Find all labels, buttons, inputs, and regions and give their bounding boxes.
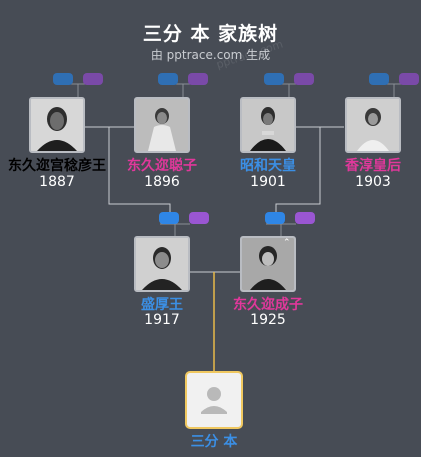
- add-mother-button[interactable]: [295, 212, 315, 224]
- add-mother-button[interactable]: [83, 73, 103, 85]
- person-name: 东久迩宫稔彦王: [8, 158, 106, 174]
- add-mother-button[interactable]: [189, 212, 209, 224]
- self-card[interactable]: [185, 371, 243, 429]
- person-name: 东久迩聪子: [127, 158, 197, 174]
- person-birth-year: 1917: [144, 312, 180, 328]
- add-father-button[interactable]: [369, 73, 389, 85]
- person-birth-year: 1903: [355, 174, 391, 190]
- self-name: 三分 本: [190, 434, 238, 450]
- person-name: 东久迩成子: [233, 297, 303, 313]
- add-father-button[interactable]: [264, 73, 284, 85]
- person-photo[interactable]: [134, 97, 190, 153]
- person-birth-year: 1901: [250, 174, 286, 190]
- person-name: 香淳皇后: [345, 158, 401, 174]
- person-photo[interactable]: [345, 97, 401, 153]
- person-photo[interactable]: [240, 97, 296, 153]
- add-mother-button[interactable]: [294, 73, 314, 85]
- chevron-up-icon[interactable]: ⌃: [283, 238, 291, 248]
- page-title: 三分 本 家族树: [142, 23, 279, 45]
- add-father-button[interactable]: [159, 212, 179, 224]
- add-father-button[interactable]: [158, 73, 178, 85]
- add-mother-button[interactable]: [188, 73, 208, 85]
- person-name: 盛厚王: [141, 297, 183, 313]
- add-father-button[interactable]: [53, 73, 73, 85]
- person-placeholder-icon: [201, 387, 227, 414]
- add-mother-button[interactable]: [399, 73, 419, 85]
- person-photo[interactable]: [240, 236, 296, 292]
- page-subtitle: 由 pptrace.com 生成: [150, 48, 271, 62]
- person-photo[interactable]: [29, 97, 85, 153]
- person-birth-year: 1925: [250, 312, 286, 328]
- person-photo[interactable]: [134, 236, 190, 292]
- person-birth-year: 1896: [144, 174, 180, 190]
- person-name: 昭和天皇: [240, 158, 296, 174]
- add-father-button[interactable]: [265, 212, 285, 224]
- person-birth-year: 1887: [39, 174, 75, 190]
